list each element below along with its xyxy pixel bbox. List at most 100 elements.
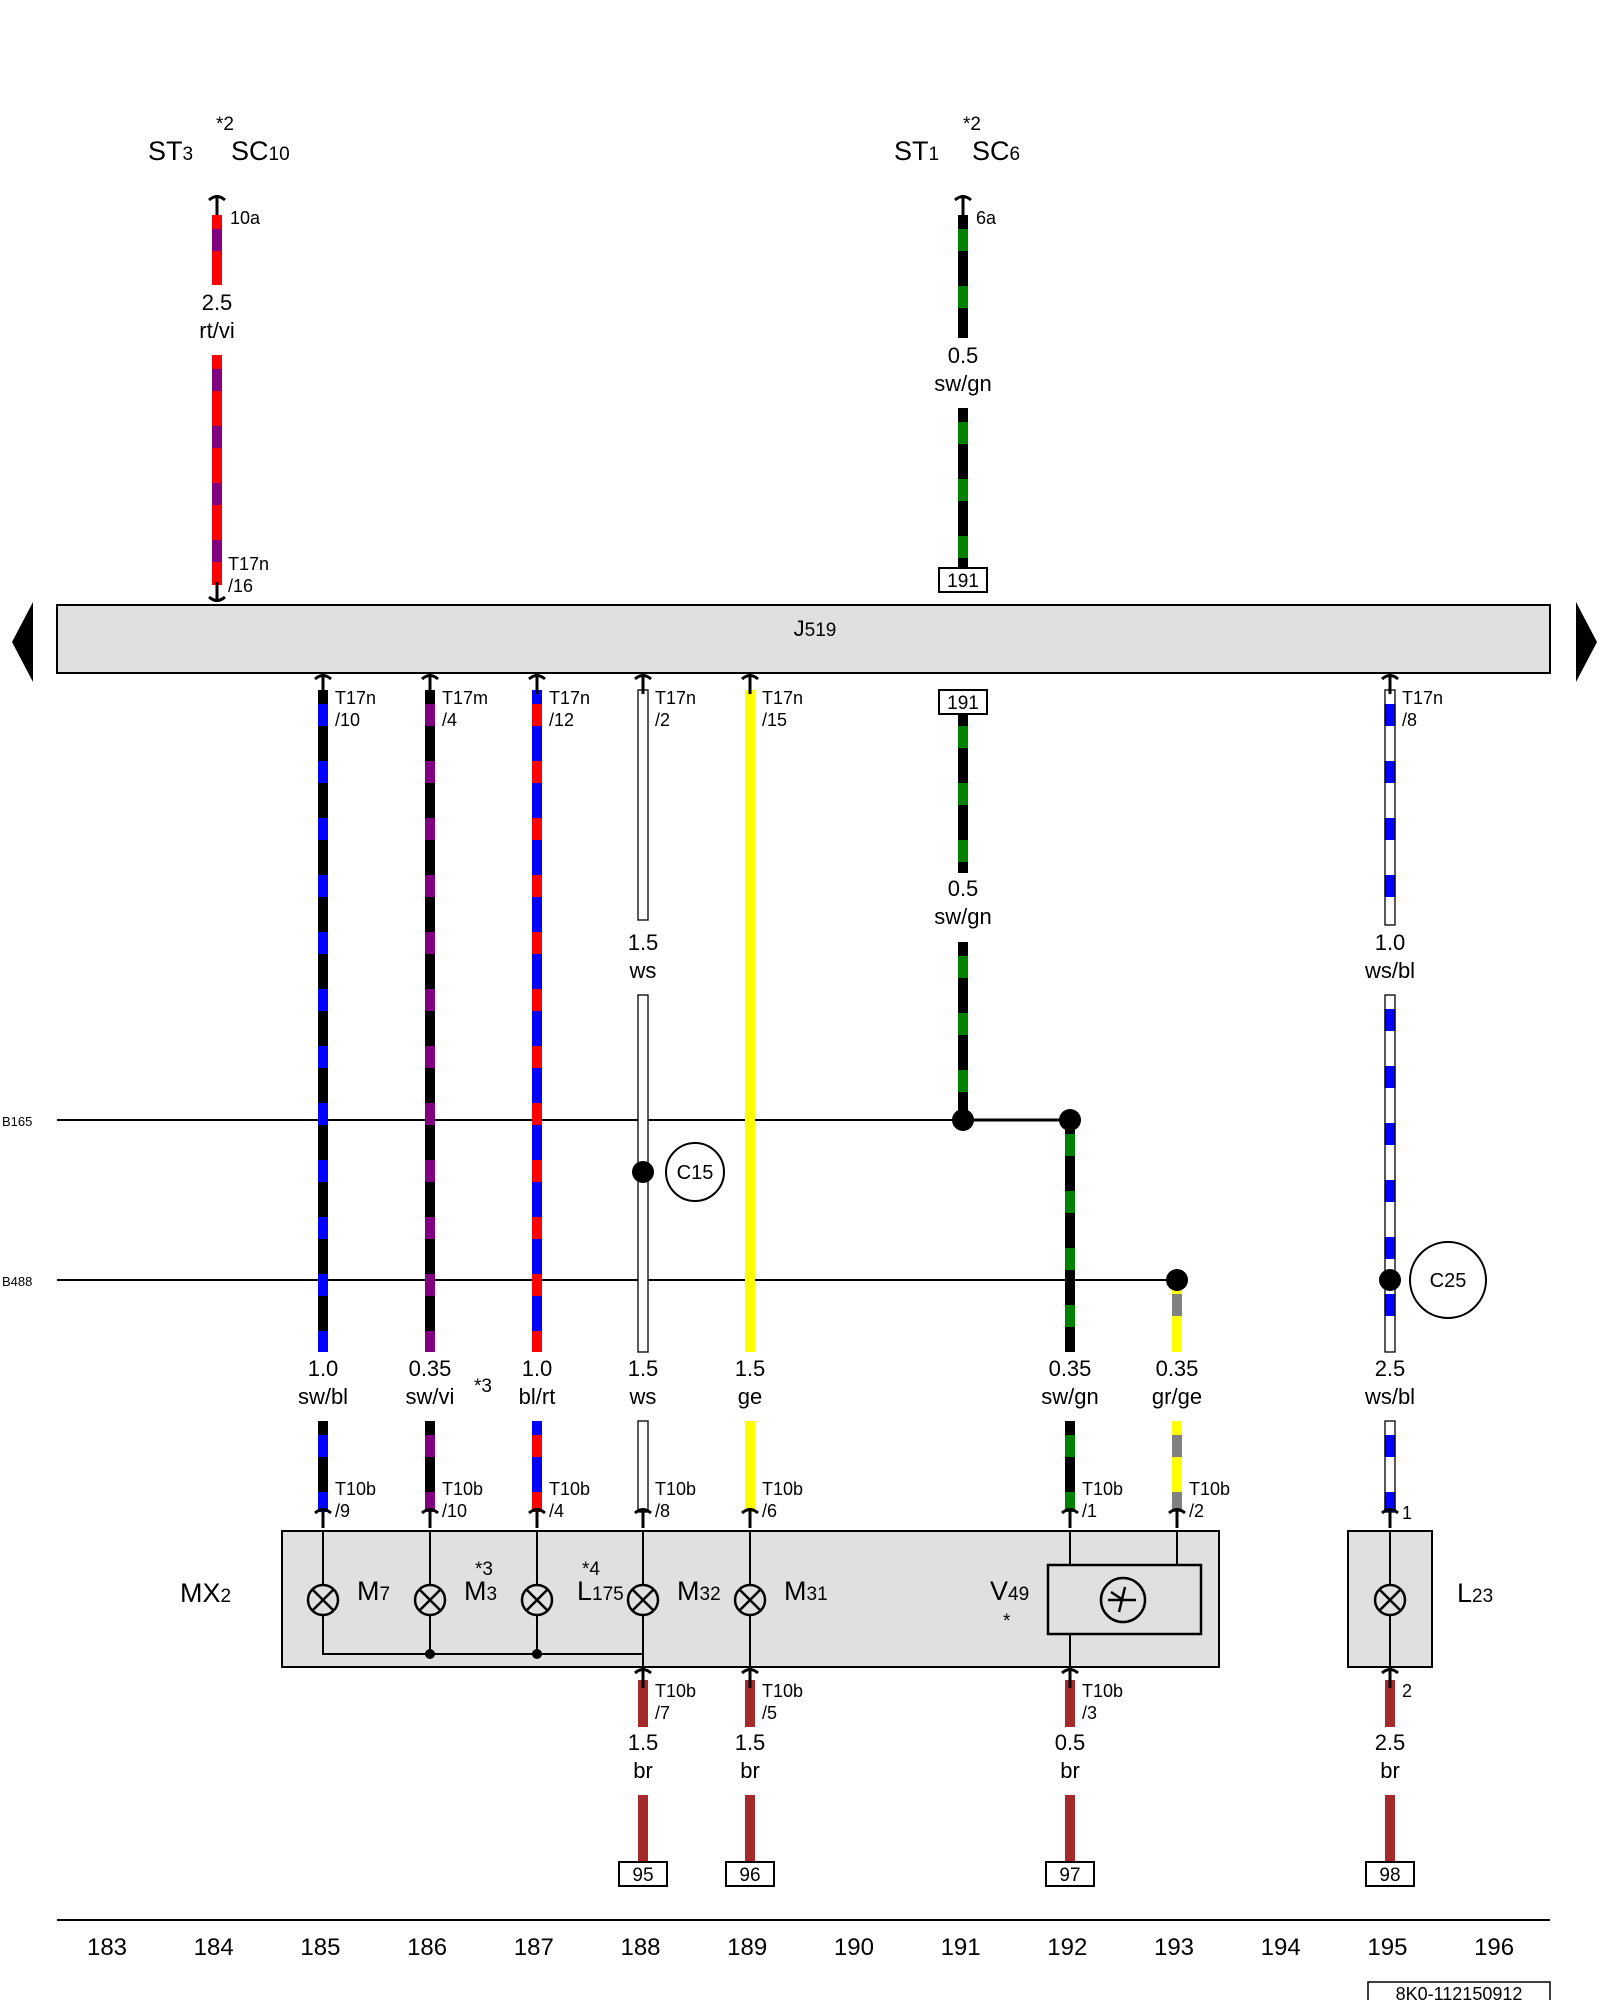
connector-pin-icon [1381, 1508, 1399, 1528]
wire-195 [1384, 994, 1396, 1353]
component-label-m3: M3 [464, 1576, 497, 1606]
connector-label: T17n/12 [549, 688, 590, 730]
connector-pin-icon [954, 195, 972, 215]
connector-label: T17n/16 [228, 554, 269, 596]
track-number: 186 [407, 1934, 447, 1961]
track-number: 184 [194, 1934, 234, 1961]
lamp-icon [520, 1583, 554, 1617]
track-number: 196 [1474, 1934, 1514, 1961]
lamp-icon [413, 1583, 447, 1617]
footnote-marker: *4 [582, 1559, 600, 1580]
component-label-v49: V49 [990, 1576, 1029, 1606]
track-number: 189 [727, 1934, 767, 1961]
connector-label: 1 [1402, 1503, 1412, 1523]
wire-191-top [958, 215, 968, 338]
track-number: 194 [1261, 1934, 1301, 1961]
splice-label: C25 [1430, 1270, 1467, 1292]
relay-panel-label-sc6: SC6 [972, 136, 1020, 166]
ground-wire-643 [638, 1680, 648, 1727]
lamp-icon [626, 1583, 660, 1617]
track-number: 195 [1367, 1934, 1407, 1961]
splice-c25[interactable]: C25 [1409, 1241, 1487, 1319]
connector-pin-icon [1381, 674, 1399, 694]
reference-box[interactable]: 191 [938, 689, 988, 715]
connector-label: T10b/3 [1082, 1681, 1123, 1723]
connector-pin-icon [528, 1508, 546, 1528]
ground-wire-lower-1070 [1065, 1795, 1075, 1862]
doc-id-box [1367, 1981, 1551, 2000]
wire-192-lower [1065, 1421, 1075, 1512]
connector-label: T10b/5 [762, 1681, 803, 1723]
ground-wire-lower-1390 [1385, 1795, 1395, 1862]
reference-box-label: 95 [632, 1865, 653, 1886]
bus-branch-192 [963, 1118, 1072, 1125]
wire-187 [532, 690, 542, 1352]
ground-wire-1070 [1065, 1680, 1075, 1727]
wire-186 [425, 690, 435, 1352]
ground-wire-lower-643 [638, 1795, 648, 1862]
splice-label: C15 [677, 1162, 714, 1184]
reference-box[interactable]: 96 [725, 1861, 775, 1887]
junction-dot [425, 1649, 435, 1659]
reference-box-label: 191 [947, 571, 979, 592]
bus-label-b488: B488 [2, 1274, 32, 1289]
connector-label: T10b/7 [655, 1681, 696, 1723]
reference-box-label: 98 [1379, 1865, 1400, 1886]
connector-label: T10b/10 [442, 1479, 483, 1521]
reference-box-label: 97 [1059, 1865, 1080, 1886]
wire-193 [1172, 1280, 1182, 1352]
connector-pin-icon [1061, 1508, 1079, 1528]
next-page-arrow[interactable] [1576, 602, 1597, 682]
lamp-icon [733, 1583, 767, 1617]
connector-label: 10a [230, 208, 261, 228]
track-number: 188 [620, 1934, 660, 1961]
connector-pin-icon [421, 674, 439, 694]
connector-label: T17n/10 [335, 688, 376, 730]
previous-page-arrow[interactable] [12, 602, 33, 682]
wire-184-upper [212, 355, 222, 585]
bus-label-b165: B165 [2, 1114, 32, 1129]
reference-box[interactable]: 95 [618, 1861, 668, 1887]
connector-pin-icon [741, 674, 759, 694]
reference-box[interactable]: 98 [1365, 1861, 1415, 1887]
reference-box-label: 191 [947, 693, 979, 714]
connector-pin-icon [421, 1508, 439, 1528]
ground-wire-1390 [1385, 1680, 1395, 1727]
connector-pin-icon [1061, 1668, 1079, 1688]
splice-c15[interactable]: C15 [665, 1142, 725, 1202]
relay-panel-label-st3: ST3 [148, 136, 193, 166]
component-label-m7: M7 [357, 1576, 390, 1606]
control-unit-label: J519 [794, 616, 837, 641]
component-label-m31: M31 [784, 1576, 828, 1606]
relay-panel-label-st1: ST1 [894, 136, 939, 166]
connector-label: 2 [1402, 1681, 1412, 1701]
connector-pin-icon [741, 1508, 759, 1528]
wire-184-top [212, 215, 222, 285]
lamp-icon [1373, 1583, 1407, 1617]
wire-195-top [1384, 689, 1396, 926]
ground-wire-750 [745, 1680, 755, 1727]
wire-191 [958, 712, 968, 873]
reference-box[interactable]: 97 [1045, 1861, 1095, 1887]
junction-dot [532, 1649, 542, 1659]
connector-label: T10b/2 [1189, 1479, 1230, 1521]
connector-pin-icon [528, 674, 546, 694]
note-marker: *2 [216, 114, 234, 135]
wire-185 [318, 690, 328, 1352]
connector-pin-icon [1381, 1668, 1399, 1688]
connector-label: T10b/4 [549, 1479, 590, 1521]
junction-dot [632, 1161, 654, 1183]
control-unit-j519[interactable] [56, 604, 1551, 674]
reference-box[interactable]: 191 [938, 567, 988, 593]
junction-dot [1379, 1269, 1401, 1291]
wire-195-lower [1384, 1420, 1396, 1513]
